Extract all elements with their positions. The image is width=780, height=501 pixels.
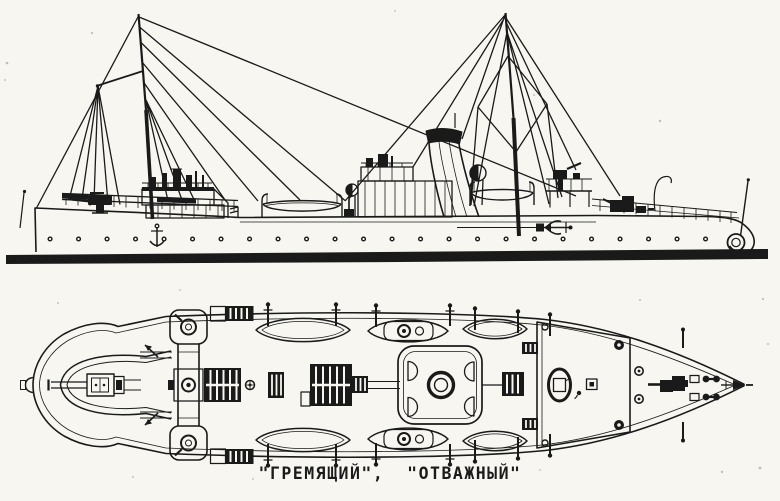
caption-ship-names: "ГРЕМЯЩИЙ", "ОТВАЖНЫЙ" [258, 464, 522, 483]
bridge-structure [141, 168, 229, 219]
ship-boat-starboard-fwd [255, 427, 351, 453]
cowl-vent-aft-of-funnel [469, 164, 487, 206]
midship-deckhouse [357, 154, 453, 218]
deck-plan-view [20, 302, 753, 468]
waterline-band [6, 249, 768, 264]
ship-boat-port-fwd [255, 317, 351, 343]
ladder-grating-port [522, 342, 538, 354]
engine-hatch-oval [547, 367, 572, 403]
cowl-vent-fwd-of-house [345, 183, 359, 216]
paper-speckles [4, 10, 769, 480]
waist-boat [261, 193, 354, 218]
deck-edge-skylight-starboard [209, 448, 254, 465]
aft-deck-gun [602, 196, 654, 213]
deck-edge-skylight-port [209, 305, 254, 322]
bow-anchor [149, 223, 165, 247]
plan-bridge-band [144, 309, 208, 461]
engine-skylight [300, 364, 352, 407]
stern-flagstaff [739, 178, 750, 237]
plan-funnel-casing [397, 345, 483, 425]
stern-ornament [726, 233, 746, 252]
foremast-rigging [35, 15, 577, 209]
hull-profile [34, 207, 755, 254]
davit-pins [263, 302, 685, 468]
grating-left-of-casing [352, 376, 400, 393]
center-skylight-fwd [204, 368, 241, 402]
mainmast-rigging [344, 14, 621, 207]
plan-bow-gun [47, 373, 141, 397]
grating-right-of-casing [482, 372, 524, 396]
aft-deckhouse-plan [536, 321, 631, 449]
stern-fittings [633, 365, 753, 404]
ladder-grating-starboard [522, 418, 538, 430]
steam-cutter-starboard [367, 427, 449, 451]
ship-boat-port-aft [462, 318, 528, 340]
capstan [244, 379, 256, 391]
aft-gun-platform [546, 161, 592, 208]
bow-breastwork [59, 350, 172, 420]
mainmast [504, 12, 521, 237]
side-elevation-view [6, 12, 768, 264]
bow-jackstaff [19, 189, 27, 229]
funnel [425, 113, 480, 218]
grating-small-fwd [268, 372, 284, 398]
plan-hull-outline [20, 311, 745, 459]
plan-funnel [426, 370, 456, 400]
aft-boat [469, 181, 535, 206]
stern-davit [653, 175, 672, 212]
stowed-anchor-mark [457, 220, 573, 235]
steam-cutter-port [367, 319, 449, 343]
ship-boat-starboard-aft [462, 430, 528, 452]
